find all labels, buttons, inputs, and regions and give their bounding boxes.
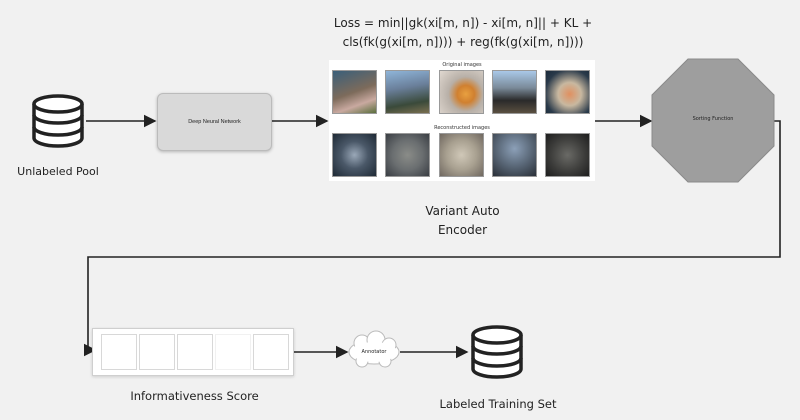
score-cell (253, 334, 289, 370)
labeled-training-set-database-icon (471, 325, 523, 379)
informativeness-score-box (92, 328, 294, 376)
unlabeled-pool-database-icon (32, 94, 84, 148)
arrow-sorting-to-score (83, 120, 781, 357)
reconstructed-image-thumb (545, 133, 590, 177)
original-image-thumb (492, 70, 537, 114)
sorting-function-octagon (651, 58, 775, 183)
vae-label: Variant Auto Encoder (400, 202, 525, 240)
score-cell (139, 334, 175, 370)
sorting-function-label: Sorting Function (692, 116, 734, 122)
labeled-training-set-label: Labeled Training Set (439, 397, 557, 411)
original-images-caption: Original images (442, 62, 482, 68)
loss-formula-line-1: Loss = min||gk(xi[m, n]) - xi[m, n]|| + … (333, 16, 593, 30)
unlabeled-pool-label: Unlabeled Pool (17, 165, 99, 178)
informativeness-score-label: Informativeness Score (130, 389, 259, 403)
vae-label-line-2: Encoder (437, 223, 488, 237)
original-image-thumb (439, 70, 484, 114)
reconstructed-image-thumb (332, 133, 377, 177)
loss-formula-line-2: cls(fk(g(xi[m, n]))) + reg(fk(g(xi[m, n]… (342, 35, 584, 49)
reconstructed-image-thumb (492, 133, 537, 177)
original-image-thumb (545, 70, 590, 114)
vae-label-line-1: Variant Auto (425, 204, 500, 218)
deep-neural-network-label: Deep Neural Network (188, 119, 241, 125)
reconstructed-image-thumb (439, 133, 484, 177)
original-image-thumb (332, 70, 377, 114)
reconstructed-image-thumb (385, 133, 430, 177)
original-image-thumb (385, 70, 430, 114)
annotator-label: Annotator (361, 349, 387, 355)
deep-neural-network-node: Deep Neural Network (157, 93, 272, 151)
score-cell (177, 334, 213, 370)
reconstructed-images-caption: Reconstructed images (434, 125, 490, 131)
score-cell (101, 334, 137, 370)
score-cell (215, 334, 251, 370)
loss-formula: Loss = min||gk(xi[m, n]) - xi[m, n]|| + … (318, 14, 608, 52)
vae-image-panel: Original images Reconstructed images (329, 60, 595, 181)
